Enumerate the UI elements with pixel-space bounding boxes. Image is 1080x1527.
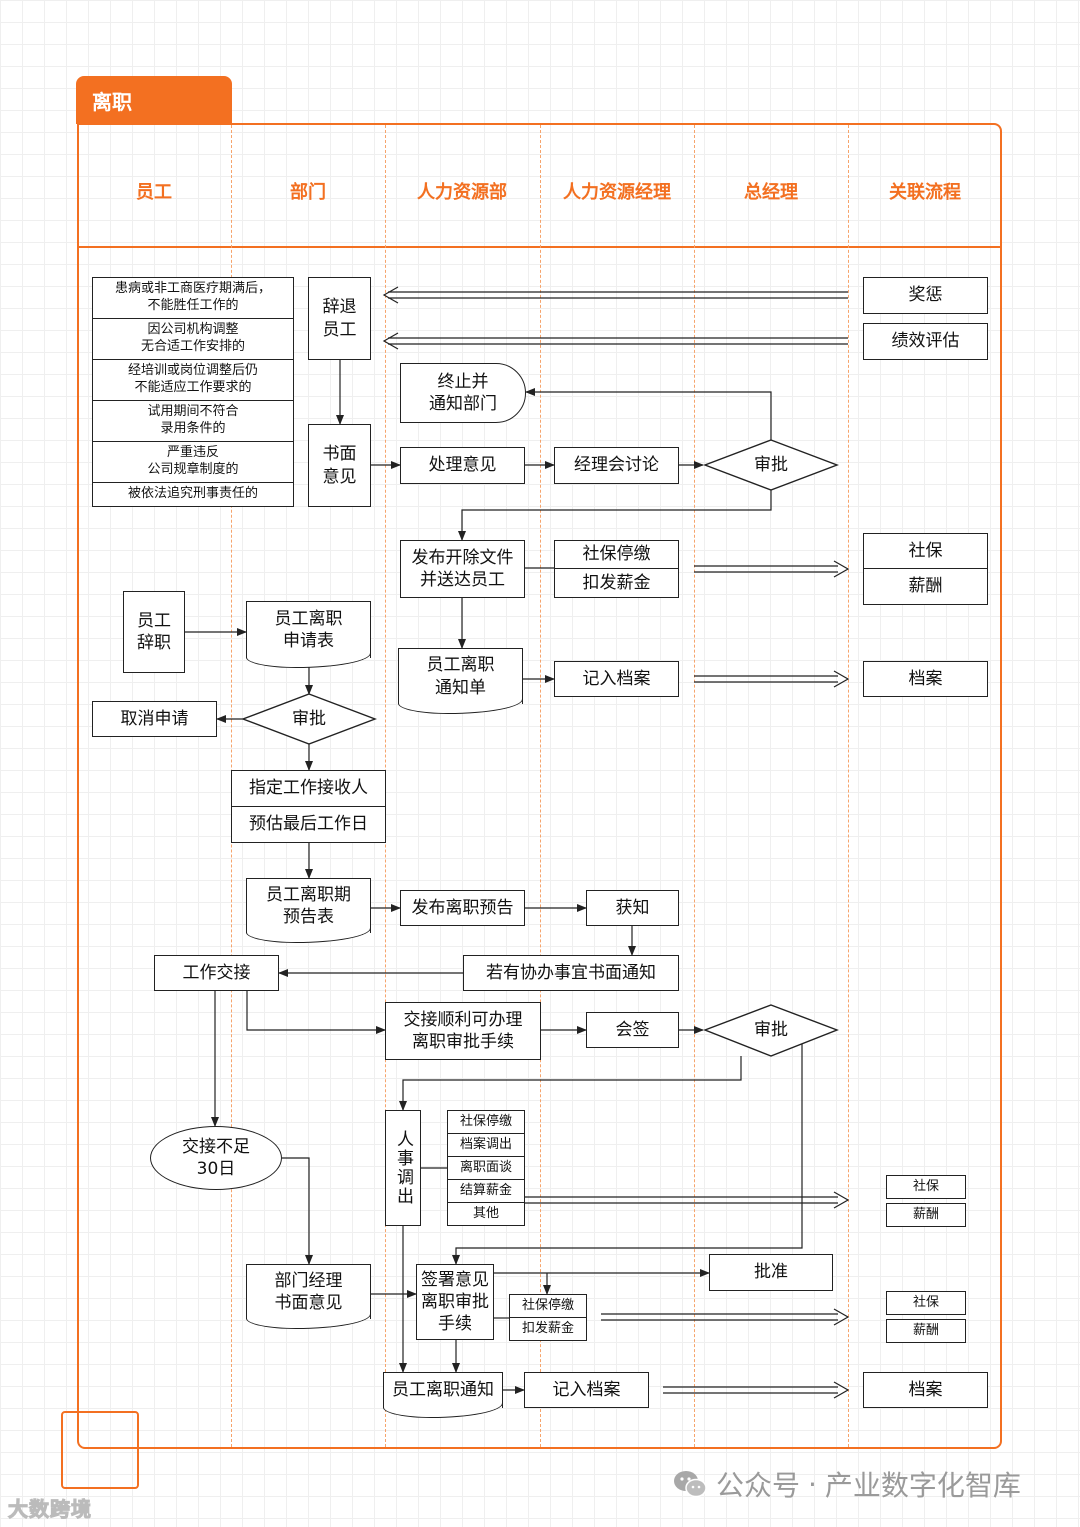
lane-header-gm: 总经理 bbox=[744, 182, 798, 203]
hr-transfer-box: 人事调出 bbox=[385, 1110, 421, 1226]
record-archive-box: 记入档案 bbox=[554, 661, 679, 697]
coordination-notice-box: 若有协办事宜书面通知 bbox=[463, 955, 679, 991]
header-divider bbox=[77, 246, 1002, 248]
double-arrow bbox=[525, 1196, 838, 1204]
handover-box: 工作交接 bbox=[154, 955, 279, 991]
salary-ref-box: 薪酬 bbox=[886, 1203, 966, 1227]
condition-item: 患病或非工商医疗期满后， 不能胜任工作的 bbox=[92, 277, 294, 319]
lane-header-hr: 人力资源部 bbox=[417, 182, 507, 203]
sign-opinion-box: 签署意见 离职审批 手续 bbox=[416, 1264, 494, 1340]
double-arrow-head bbox=[833, 1381, 850, 1399]
arrow bbox=[525, 388, 772, 440]
estimate-last-day-box: 预估最后工作日 bbox=[231, 807, 386, 843]
issue-dismissal-box: 发布开除文件 并送达员工 bbox=[400, 540, 525, 598]
arrow bbox=[282, 1157, 313, 1265]
social-ref-box: 社保 bbox=[863, 533, 988, 569]
double-arrow-head bbox=[833, 670, 850, 688]
lane-header-department: 部门 bbox=[290, 182, 326, 203]
terminate-notify-box: 终止并 通知部门 bbox=[400, 363, 526, 423]
double-arrow bbox=[663, 1386, 838, 1394]
assign-receiver-box: 指定工作接收人 bbox=[231, 770, 386, 807]
archive-ref-box: 档案 bbox=[863, 1372, 988, 1408]
less-than-30-days-ellipse: 交接不足 30日 bbox=[150, 1126, 282, 1190]
arrow bbox=[246, 991, 386, 1034]
double-arrow-head bbox=[833, 1308, 850, 1326]
salary-deduct-box: 扣发薪金 bbox=[509, 1318, 587, 1341]
dept-manager-opinion-doc: 部门经理 书面意见 bbox=[246, 1264, 371, 1329]
condition-item: 严重违反 公司规章制度的 bbox=[92, 442, 294, 483]
checklist-item: 离职面谈 bbox=[447, 1157, 525, 1180]
resign-notice-doc: 员工离职 通知单 bbox=[398, 648, 523, 714]
watermark-text-a: 公众号 bbox=[716, 1469, 801, 1502]
manager-discussion-box: 经理会讨论 bbox=[554, 447, 679, 484]
condition-item: 经培训或岗位调整后仍 不能适应工作要求的 bbox=[92, 360, 294, 401]
watermark-text-b: 产业数字化智库 bbox=[824, 1469, 1021, 1502]
salary-deduct-box: 扣发薪金 bbox=[554, 569, 679, 598]
watermark-right: 公众号 · 产业数字化智库 bbox=[672, 1464, 1021, 1504]
dismiss-employee-box: 辞退 员工 bbox=[308, 277, 371, 360]
notice-period-form-doc: 员工离职期 预告表 bbox=[246, 878, 371, 943]
lane-header-hr-manager: 人力资源经理 bbox=[563, 182, 671, 203]
cancel-application-box: 取消申请 bbox=[92, 701, 217, 737]
salary-ref-box: 薪酬 bbox=[863, 569, 988, 605]
arrow bbox=[399, 1056, 742, 1111]
lane-divider bbox=[694, 125, 695, 1447]
employee-resign-box: 员工 辞职 bbox=[123, 591, 185, 673]
checklist-item: 结算薪金 bbox=[447, 1180, 525, 1203]
arrow bbox=[458, 490, 772, 541]
double-arrow-head bbox=[833, 560, 850, 578]
archive-ref-box: 档案 bbox=[863, 661, 988, 697]
condition-item: 试用期间不符合 录用条件的 bbox=[92, 401, 294, 442]
reward-punish-box: 奖惩 bbox=[863, 277, 988, 314]
swimlane-frame bbox=[77, 123, 1002, 1449]
performance-box: 绩效评估 bbox=[863, 323, 988, 360]
double-arrow bbox=[601, 1313, 838, 1321]
lane-divider bbox=[848, 125, 849, 1447]
double-arrow-head bbox=[833, 1191, 850, 1209]
condition-item: 被依法追究刑事责任的 bbox=[92, 483, 294, 507]
approve-label: 审批 bbox=[292, 708, 326, 729]
double-arrow bbox=[388, 337, 848, 345]
informed-box: 获知 bbox=[586, 890, 679, 926]
checklist-item: 社保停缴 bbox=[447, 1110, 525, 1134]
social-ref-box: 社保 bbox=[886, 1175, 966, 1199]
decision-diamond bbox=[703, 1004, 839, 1057]
double-arrow-head bbox=[382, 286, 399, 304]
countersign-box: 会签 bbox=[586, 1012, 679, 1048]
salary-ref-box: 薪酬 bbox=[886, 1319, 966, 1343]
condition-item: 因公司机构调整 无合适工作安排的 bbox=[92, 319, 294, 360]
lane-header-related: 关联流程 bbox=[889, 182, 961, 203]
written-opinion-box: 书面 意见 bbox=[308, 424, 371, 507]
section-tab: 离职 bbox=[76, 76, 232, 124]
watermark-left: 大数跨境 bbox=[8, 1497, 92, 1522]
watermark-dot: · bbox=[808, 1467, 817, 1501]
lane-divider bbox=[540, 125, 541, 1447]
double-arrow bbox=[388, 291, 848, 299]
checklist-item: 档案调出 bbox=[447, 1134, 525, 1157]
approve-label: 审批 bbox=[754, 454, 788, 475]
approved-box: 批准 bbox=[709, 1254, 833, 1291]
arrow bbox=[452, 1044, 803, 1265]
decision-diamond bbox=[241, 693, 377, 745]
publish-notice-box: 发布离职预告 bbox=[400, 890, 525, 926]
handover-ok-box: 交接顺利可办理 离职审批手续 bbox=[385, 1002, 541, 1060]
process-opinion-box: 处理意见 bbox=[400, 447, 525, 484]
decorative-square bbox=[61, 1411, 139, 1489]
resign-form-doc: 员工离职 申请表 bbox=[246, 601, 371, 668]
checklist-item: 其他 bbox=[447, 1203, 525, 1226]
double-arrow-head bbox=[382, 332, 399, 350]
social-ref-box: 社保 bbox=[886, 1291, 966, 1315]
resign-notify-doc: 员工离职通知 bbox=[383, 1372, 503, 1418]
social-stop-box: 社保停缴 bbox=[509, 1294, 587, 1318]
section-title: 离职 bbox=[92, 89, 132, 114]
wechat-icon bbox=[674, 1471, 707, 1498]
double-arrow bbox=[694, 675, 838, 683]
lane-header-employee: 员工 bbox=[136, 182, 172, 203]
approve-label: 审批 bbox=[754, 1019, 788, 1040]
decision-diamond bbox=[703, 439, 839, 491]
social-stop-box: 社保停缴 bbox=[554, 540, 679, 569]
record-archive-box: 记入档案 bbox=[524, 1372, 649, 1408]
double-arrow bbox=[694, 565, 838, 573]
